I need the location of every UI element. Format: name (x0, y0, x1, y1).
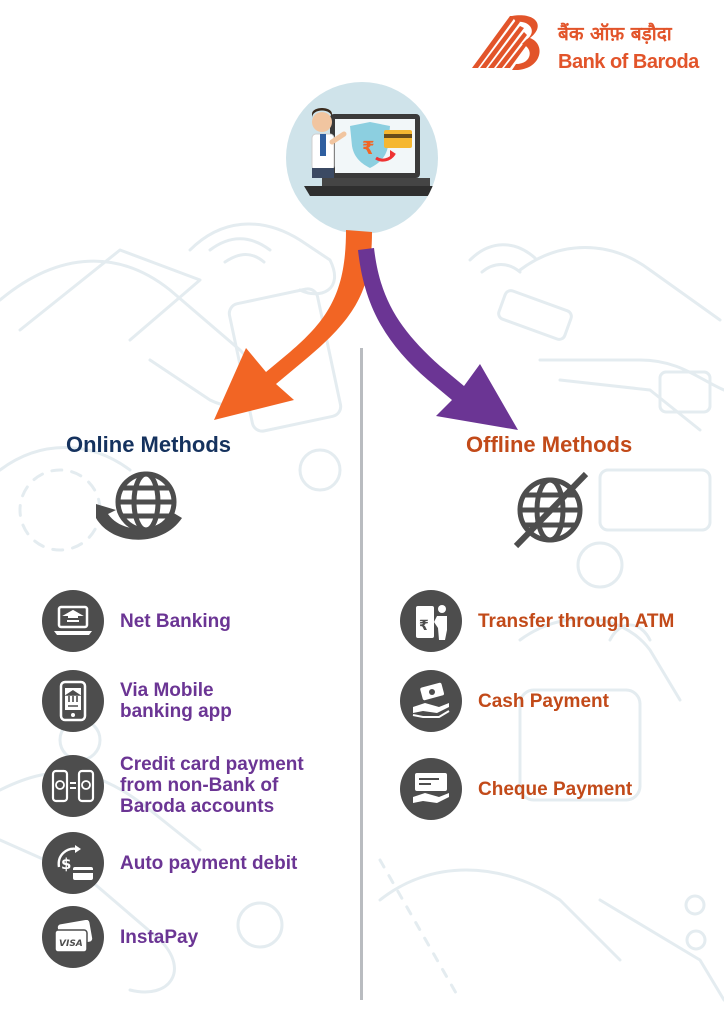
cheque-hand-icon (400, 758, 462, 820)
bank-logo: बैंक ऑफ़ बड़ौदा Bank of Baroda (466, 12, 716, 82)
online-item-mobile-banking: Via Mobile banking app (42, 670, 232, 732)
svg-text:$: $ (61, 855, 71, 873)
item-label: Cash Payment (478, 690, 609, 712)
item-label: Cheque Payment (478, 778, 633, 800)
item-label: Transfer through ATM (478, 610, 675, 632)
item-label-line: Credit card payment (120, 754, 304, 775)
item-label-line: banking app (120, 701, 232, 722)
mobile-bank-icon (42, 670, 104, 732)
hero-illustration: ₹ (286, 82, 438, 234)
item-label: InstaPay (120, 926, 199, 948)
atm-person-icon: ₹ (400, 590, 462, 652)
item-label: Auto payment debit (120, 852, 298, 874)
rupee-card-cycle-icon: $ (42, 832, 104, 894)
baroda-sun-logo-icon (472, 15, 540, 71)
center-divider (360, 348, 363, 1000)
offline-item-atm-transfer: ₹ Transfer through ATM (400, 590, 674, 652)
svg-text:₹: ₹ (419, 618, 429, 634)
phone-transfer-icon (42, 754, 104, 817)
online-methods-heading: Online Methods (66, 432, 231, 457)
online-arrow (214, 230, 372, 420)
laptop-bank-icon (42, 590, 104, 652)
item-label-line: from non-Bank of (120, 775, 279, 796)
person-laptop-payment-icon: ₹ (304, 108, 438, 196)
offline-methods-heading: Offline Methods (466, 432, 633, 457)
online-item-credit-card-payment: Credit card payment from non-Bank of Bar… (42, 754, 304, 817)
online-item-net-banking: Net Banking (42, 590, 231, 652)
offline-item-cash-payment: Cash Payment (400, 670, 609, 732)
item-label: Net Banking (120, 610, 231, 632)
offline-arrow (358, 248, 518, 430)
svg-text:VISA: VISA (59, 939, 83, 949)
globe-crossed-icon (513, 471, 589, 549)
brand-name-hindi: बैंक ऑफ़ बड़ौदा (558, 23, 672, 45)
globe-arrow-icon (96, 471, 182, 540)
item-label-line: Via Mobile (120, 680, 214, 701)
cash-hand-icon (400, 670, 462, 732)
svg-text:₹: ₹ (362, 138, 375, 159)
online-item-instapay: VISA InstaPay (42, 906, 198, 968)
item-label-line: Baroda accounts (120, 796, 275, 817)
offline-item-cheque-payment: Cheque Payment (400, 758, 632, 820)
visa-card-icon: VISA (42, 906, 104, 968)
brand-name-english: Bank of Baroda (558, 51, 699, 73)
online-item-auto-payment-debit: $ Auto payment debit (42, 832, 297, 894)
